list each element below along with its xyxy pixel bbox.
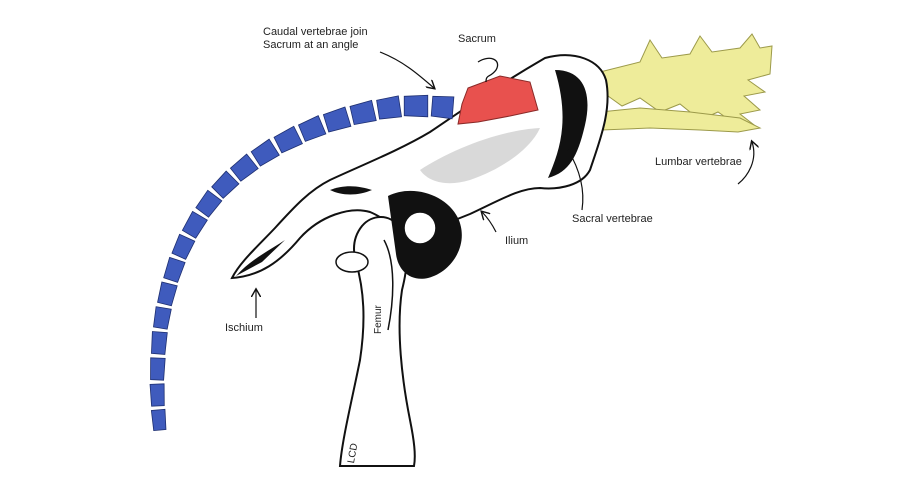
lumbar-vertebrae-label: Lumbar vertebrae bbox=[655, 156, 742, 168]
ilium-arrow bbox=[482, 212, 497, 233]
caudal-vertebra bbox=[297, 115, 327, 142]
caudal-vertebra bbox=[430, 95, 455, 120]
caudal-vertebra bbox=[151, 331, 168, 355]
caudal-vertebra bbox=[153, 306, 172, 330]
caudal-vertebra bbox=[376, 95, 402, 120]
lumbar-vertebrae-shape bbox=[599, 33, 773, 129]
sacral-vertebrae-label: Sacral vertebrae bbox=[572, 213, 653, 225]
caudal-vertebra bbox=[149, 383, 165, 407]
caudal-vertebra bbox=[349, 99, 377, 126]
caudal-vertebra bbox=[163, 256, 186, 283]
caudal-vertebra bbox=[273, 125, 303, 154]
caudal-vertebra bbox=[157, 281, 178, 307]
caudal-label-line1: Caudal vertebrae join bbox=[263, 26, 368, 38]
caudal-vertebra bbox=[150, 357, 166, 381]
lumbar-arrow bbox=[737, 142, 754, 185]
ilium-shading bbox=[548, 70, 588, 178]
ilium-label: Ilium bbox=[505, 235, 529, 247]
pelvis-dark-mark bbox=[330, 186, 372, 195]
lumbar-vertebrae bbox=[599, 33, 773, 133]
sacral-leader bbox=[567, 149, 584, 211]
caudal-vertebra bbox=[229, 153, 259, 182]
caudal-label-line2: Sacrum at an angle bbox=[263, 39, 359, 51]
caudal-vertebra bbox=[403, 94, 429, 118]
leader-lines bbox=[256, 51, 754, 318]
caudal-vertebra bbox=[171, 233, 196, 260]
caudal-vertebra bbox=[150, 408, 167, 432]
caudal-vertebra bbox=[195, 189, 223, 218]
caudal-vertebra bbox=[322, 106, 352, 133]
pelvis-shade bbox=[420, 128, 540, 184]
acetabulum-socket bbox=[403, 211, 437, 245]
femur-contour bbox=[383, 239, 394, 331]
sacrum-arrow bbox=[477, 57, 499, 83]
caudal-vertebra bbox=[211, 170, 240, 199]
sacrum bbox=[457, 75, 539, 125]
lumbar-vertebrae-body bbox=[599, 107, 762, 133]
ischium-label: Ischium bbox=[225, 322, 263, 334]
femur-label: Femur bbox=[373, 305, 384, 334]
caudal-vertebra bbox=[250, 138, 280, 167]
hip-joint bbox=[388, 190, 462, 279]
caudal-vertebra bbox=[181, 210, 208, 239]
caudal-vertebrae-label: Caudal vertebrae join Sacrum at an angle bbox=[263, 26, 368, 52]
ischium-tip-shading bbox=[236, 240, 285, 276]
caudal-vertebrae bbox=[149, 94, 455, 432]
sacrum-shape bbox=[457, 75, 539, 125]
caudal-arrow bbox=[379, 51, 434, 88]
sacrum-label: Sacrum bbox=[458, 33, 496, 45]
femur-head bbox=[335, 251, 369, 273]
